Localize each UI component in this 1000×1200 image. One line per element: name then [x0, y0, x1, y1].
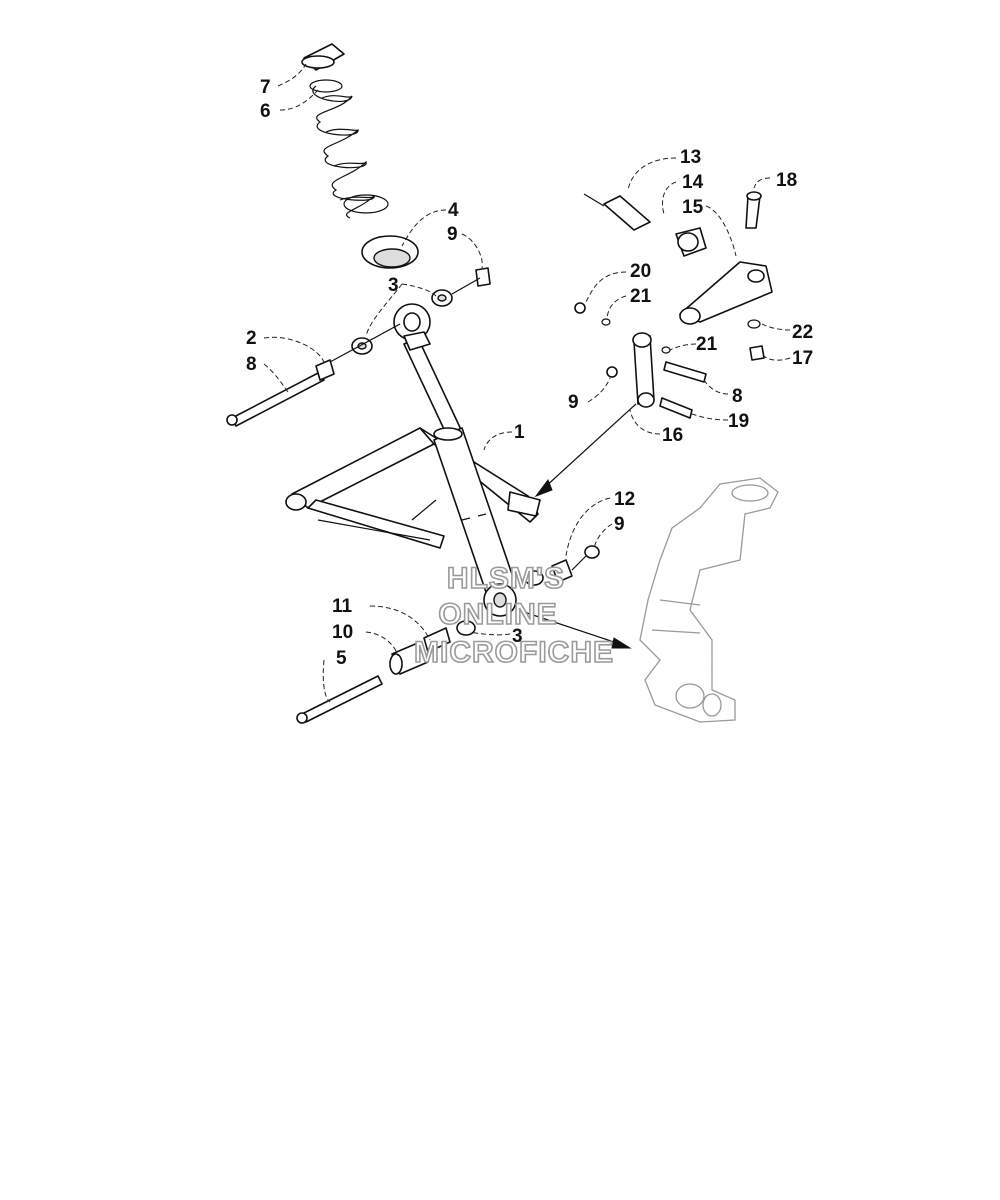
callout-18: 18 [776, 170, 797, 191]
callout-8: 8 [732, 386, 743, 407]
callout-3: 3 [388, 275, 399, 296]
callout-11: 11 [332, 596, 353, 617]
callout-1: 1 [514, 422, 525, 443]
spring-assembly [301, 43, 419, 269]
callout-3: 3 [512, 626, 523, 647]
callout-12: 12 [614, 489, 635, 510]
callout-8: 8 [246, 354, 257, 375]
callout-14: 14 [682, 172, 704, 193]
callout-15: 15 [682, 197, 704, 218]
callout-22: 22 [792, 322, 813, 343]
linkage-assembly [574, 191, 773, 419]
callout-10: 10 [332, 622, 353, 643]
callout-21: 21 [630, 286, 652, 307]
a-arm [285, 427, 541, 549]
watermark: HLSM'S ONLINE MICROFICHE [413, 561, 614, 670]
frame-ghost-outline [639, 477, 779, 723]
watermark-line-2: ONLINE [438, 598, 557, 631]
watermark-line-1: HLSM'S [447, 562, 565, 595]
watermark-line-3: MICROFICHE [414, 636, 614, 669]
callout-7: 7 [260, 77, 271, 98]
callout-labels: 7 6 4 9 3 2 8 1 13 14 15 18 20 21 21 22 … [246, 77, 813, 669]
upper-mount-hardware [226, 267, 491, 427]
callout-9: 9 [568, 392, 579, 413]
callout-2: 2 [246, 328, 257, 349]
callout-17: 17 [792, 348, 813, 369]
callout-21: 21 [696, 334, 718, 355]
assembly-arrows [523, 403, 637, 649]
callout-9: 9 [447, 224, 458, 245]
shock-absorber [393, 303, 517, 617]
callout-16: 16 [662, 425, 683, 446]
callout-6: 6 [260, 101, 271, 122]
callout-19: 19 [728, 411, 749, 432]
callout-9: 9 [614, 514, 625, 535]
lower-mount-hardware [296, 545, 600, 724]
callout-13: 13 [680, 147, 701, 168]
callout-5: 5 [336, 648, 347, 669]
leader-lines [263, 63, 791, 703]
callout-4: 4 [448, 200, 459, 221]
callout-20: 20 [630, 261, 651, 282]
